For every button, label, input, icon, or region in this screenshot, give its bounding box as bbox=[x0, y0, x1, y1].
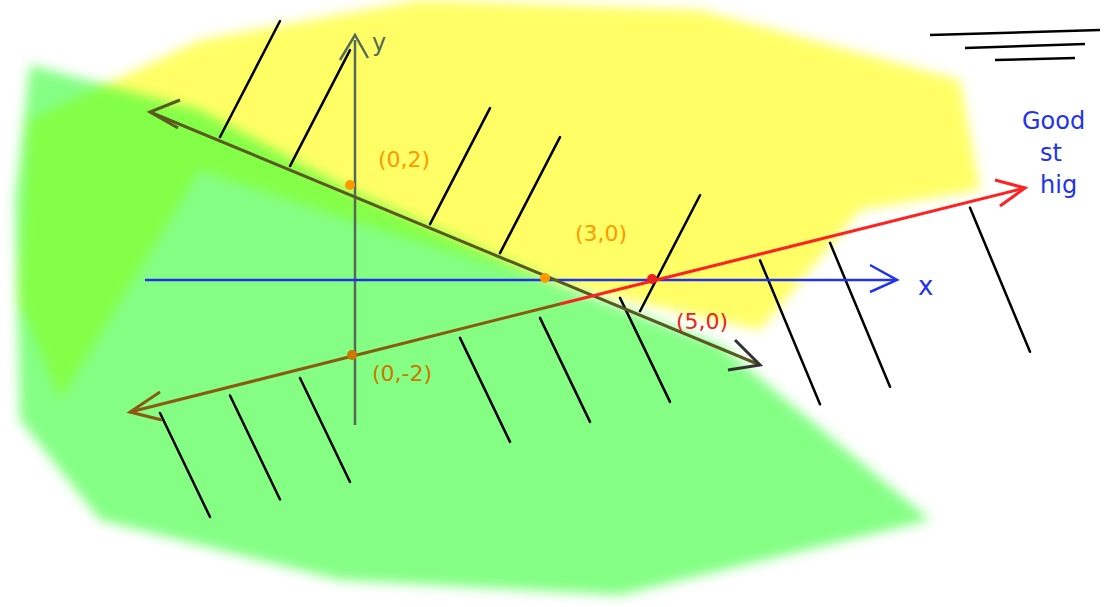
note-text: Good bbox=[1022, 108, 1085, 134]
hatch-stroke bbox=[830, 243, 890, 387]
boundary-line-lower bbox=[130, 304, 560, 412]
intercept-dot bbox=[345, 180, 355, 190]
point-label: (0,2) bbox=[378, 148, 430, 172]
hatch-stroke bbox=[430, 108, 490, 224]
boundary-arrowhead bbox=[728, 340, 760, 370]
axis-label: y bbox=[372, 30, 386, 56]
hatch-stroke bbox=[640, 195, 700, 311]
boundary-line-upper bbox=[150, 112, 760, 365]
point-label: (0,-2) bbox=[372, 362, 432, 386]
boundary-arrowhead bbox=[130, 392, 162, 420]
x-axis bbox=[145, 279, 895, 282]
boundary-arrowhead bbox=[995, 180, 1025, 206]
note-text: st bbox=[1040, 140, 1062, 166]
underline-mark bbox=[930, 30, 1100, 35]
axis-label: x bbox=[918, 272, 933, 301]
underline-mark bbox=[995, 58, 1075, 60]
point-label: (5,0) bbox=[676, 310, 728, 334]
intercept-dot bbox=[347, 350, 357, 360]
boundary-arrowhead bbox=[150, 100, 180, 128]
intercept-dot bbox=[647, 274, 657, 284]
hatch-stroke bbox=[290, 50, 350, 166]
hatch-stroke bbox=[760, 260, 820, 404]
hatch-stroke bbox=[300, 378, 350, 482]
hatch-stroke bbox=[970, 208, 1030, 352]
x-axis-arrowhead bbox=[870, 265, 897, 292]
hatch-stroke bbox=[620, 298, 670, 402]
y-axis-arrowhead bbox=[340, 35, 368, 60]
y-axis bbox=[354, 40, 357, 425]
intercept-dot bbox=[540, 273, 550, 283]
hatch-stroke bbox=[500, 137, 560, 253]
hatch-stroke bbox=[540, 318, 590, 422]
hatch-stroke bbox=[160, 413, 210, 517]
point-label: (3,0) bbox=[575, 222, 627, 246]
hatch-lines bbox=[160, 21, 1030, 517]
hatch-stroke bbox=[460, 338, 510, 442]
hatch-stroke bbox=[230, 395, 280, 499]
hatch-stroke bbox=[220, 21, 280, 137]
underline-mark bbox=[965, 44, 1085, 48]
boundary-line-lower-red bbox=[560, 188, 1025, 304]
note-text: hig bbox=[1040, 172, 1077, 198]
green-region bbox=[15, 65, 930, 595]
